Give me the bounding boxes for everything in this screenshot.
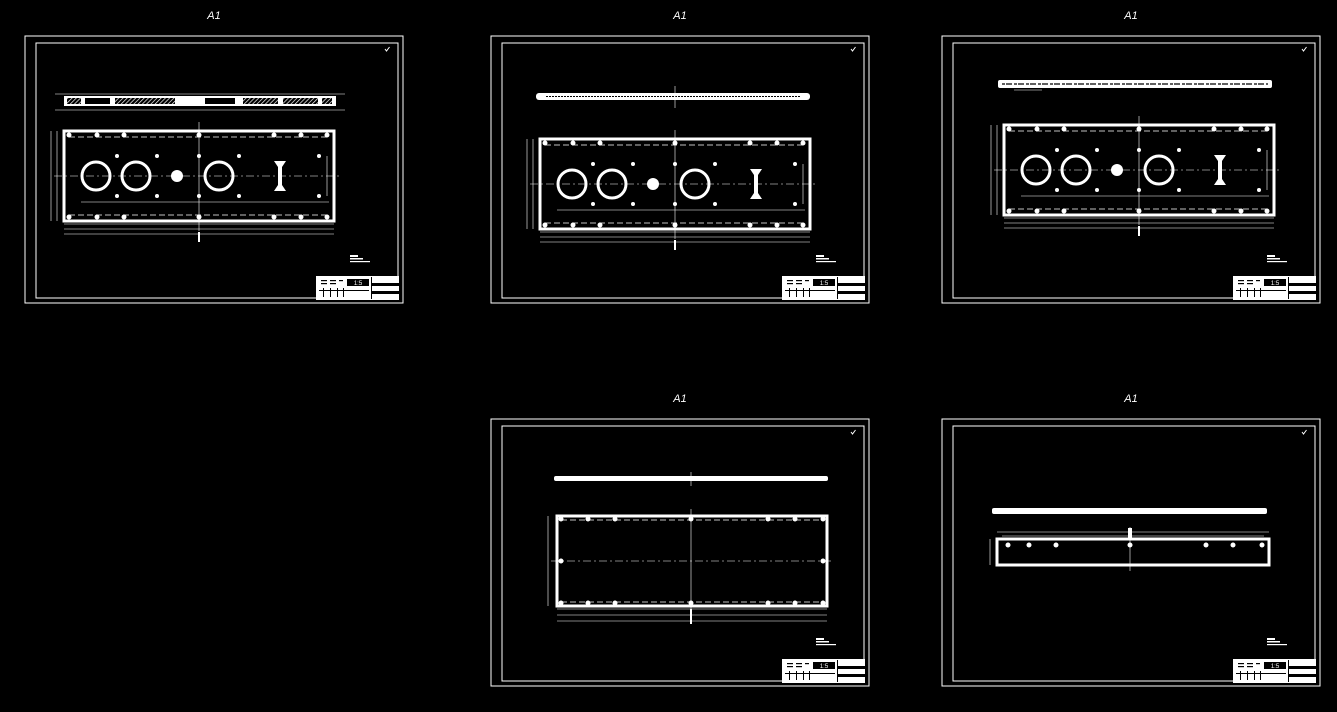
sheet-3[interactable]	[941, 35, 1321, 304]
sheet-2-label: A1	[673, 10, 687, 22]
sheet-2[interactable]	[490, 35, 870, 304]
sheet-3-label: A1	[1124, 10, 1138, 22]
sheet-5-label: A1	[1124, 393, 1138, 405]
sheet-4[interactable]	[490, 418, 870, 687]
sheet-4-label: A1	[673, 393, 687, 405]
sheet-1[interactable]	[24, 35, 404, 304]
sheet-5[interactable]	[941, 418, 1321, 687]
sheet-1-label: A1	[207, 10, 221, 22]
